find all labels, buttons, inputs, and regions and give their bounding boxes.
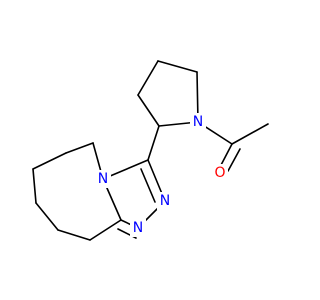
atom-n-pyrrolidine-label: N [193,114,203,130]
atom-o-carbonyl: O [212,164,228,182]
bond-c2p-c3p [137,94,160,127]
bond-cco-o [219,143,233,168]
bond-cco-ch3 [231,123,269,145]
atom-o-carbonyl-label: O [214,165,225,181]
structure-svg: N N N N O [32,60,269,241]
bond-c4p-c5p [157,60,198,73]
bond-c9-c9a [89,219,122,241]
bond-n4-c5 [65,142,94,154]
bond-c5-c6 [32,152,67,170]
atom-n-triazole-2-label: N [133,220,143,236]
atom-n-bridge-label: N [98,171,108,187]
atom-n-pyrrolidine: N [190,113,206,131]
bond-c3p-c4p [137,60,159,96]
azepane-ring [32,142,122,241]
molecule-diagram: N N N N O [32,60,269,241]
triazole-ring [92,142,166,239]
bond-c6-c7 [32,168,37,204]
bond-c3-c2p [147,125,160,161]
atom-n-bridge: N [95,170,111,188]
atom-n-triazole-1-label: N [160,193,170,209]
bond-c3-n2-double [140,168,156,203]
bond-cco-o-double [227,148,241,172]
atom-n-triazole-2: N [130,219,146,237]
bond-c8-c9 [57,229,91,241]
bond-c7-c8 [35,202,59,231]
atom-n-triazole-1: N [157,192,173,210]
pyrrolidine-ring [137,60,199,127]
acetyl-group [197,121,269,172]
